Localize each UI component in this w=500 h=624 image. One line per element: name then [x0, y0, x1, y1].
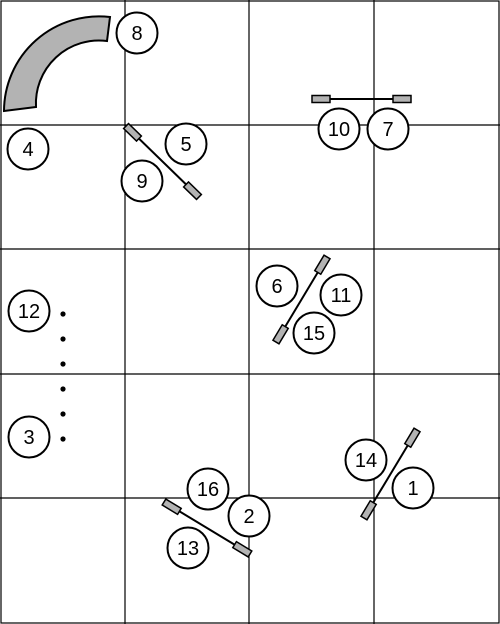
- number-label: 16: [197, 479, 219, 501]
- number-marker-16: 16: [186, 467, 230, 511]
- number-marker-12: 12: [7, 289, 51, 333]
- number-label: 3: [23, 427, 34, 449]
- number-label: 6: [271, 276, 282, 298]
- number-circle: [166, 526, 210, 570]
- number-label: 10: [328, 119, 350, 141]
- jump-wing-bottom: [182, 180, 203, 201]
- number-circle: [7, 415, 51, 459]
- sequence-numbers: 8 4 5 9 10 7 6 11: [6, 11, 435, 570]
- number-label: 2: [243, 506, 254, 528]
- number-marker-14: 14: [344, 438, 388, 482]
- weave-pole: [60, 311, 66, 317]
- number-circle: [319, 273, 363, 317]
- number-marker-10: 10: [317, 107, 361, 151]
- jump-1-14: [359, 427, 422, 521]
- number-label: 11: [331, 285, 352, 307]
- jump-6-11-15: [271, 254, 332, 345]
- weave-pole: [60, 336, 66, 342]
- number-marker-11: 11: [319, 273, 363, 317]
- weave-pole: [60, 386, 66, 392]
- number-marker-4: 4: [6, 127, 50, 171]
- jump-wing-top: [122, 122, 143, 143]
- number-circle: [115, 11, 159, 55]
- number-label: 5: [180, 134, 191, 156]
- jump-wing-top: [403, 427, 422, 449]
- jump-wing-left: [161, 498, 183, 516]
- jump-wing-bottom: [359, 499, 378, 521]
- jump-5-9: [122, 122, 203, 201]
- number-circle: [317, 107, 361, 151]
- weave-pole: [60, 411, 66, 417]
- weave-poles-icon: [60, 311, 66, 442]
- number-circle: [255, 264, 299, 308]
- number-circle: [292, 311, 336, 355]
- number-circle: [164, 122, 208, 166]
- number-label: 7: [382, 119, 393, 141]
- jump-wing-left: [311, 94, 331, 104]
- number-marker-7: 7: [366, 107, 410, 151]
- number-marker-3: 3: [7, 415, 51, 459]
- jump-2-13-16: [161, 498, 253, 558]
- number-circle: [391, 466, 435, 510]
- jump-7-10: [311, 94, 412, 104]
- number-marker-13: 13: [166, 526, 210, 570]
- number-label: 8: [131, 23, 142, 45]
- number-marker-6: 6: [255, 264, 299, 308]
- number-marker-9: 9: [120, 159, 164, 203]
- number-marker-2: 2: [227, 494, 271, 538]
- number-circle: [7, 289, 51, 333]
- number-circle: [6, 127, 50, 171]
- number-circle: [120, 159, 164, 203]
- number-marker-15: 15: [292, 311, 336, 355]
- number-label: 15: [303, 323, 325, 345]
- number-circle: [186, 467, 230, 511]
- jump-wing-top: [313, 254, 332, 276]
- jump-wing-right: [231, 540, 253, 558]
- number-label: 4: [22, 139, 33, 161]
- number-label: 9: [136, 171, 147, 193]
- weave-pole: [60, 361, 66, 367]
- number-marker-1: 1: [391, 466, 435, 510]
- number-circle: [344, 438, 388, 482]
- number-circle: [366, 107, 410, 151]
- number-marker-8: 8: [115, 11, 159, 55]
- jump-wing-bottom: [271, 323, 290, 345]
- number-label: 14: [355, 450, 377, 472]
- number-label: 12: [18, 301, 40, 323]
- number-marker-5: 5: [164, 122, 208, 166]
- tunnel-icon: [2, 15, 112, 113]
- weave-pole: [60, 436, 66, 442]
- number-label: 1: [407, 478, 418, 500]
- number-circle: [227, 494, 271, 538]
- number-label: 13: [177, 538, 199, 560]
- jump-wing-right: [392, 94, 412, 104]
